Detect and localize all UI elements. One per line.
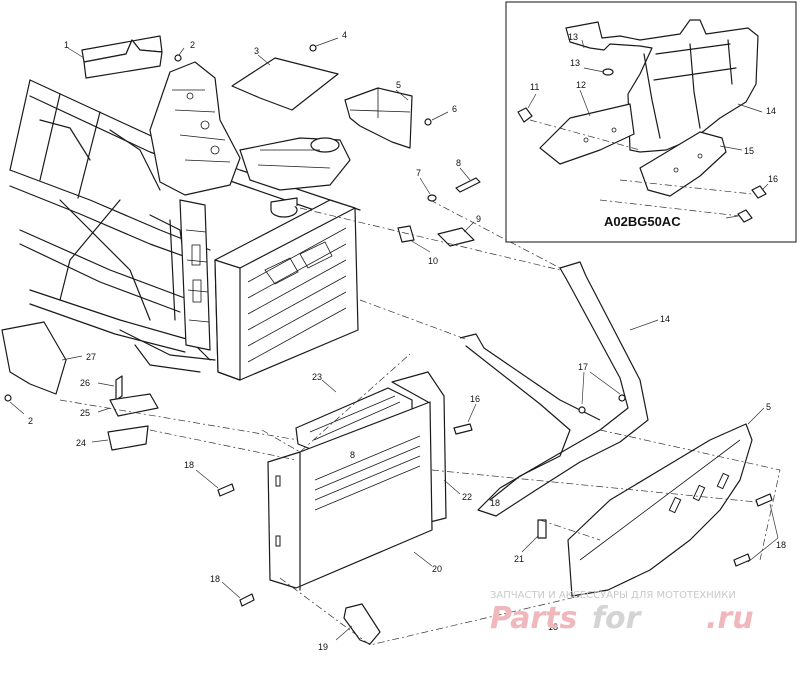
callout-25: 25 xyxy=(80,408,90,418)
callout-1: 1 xyxy=(64,40,69,50)
callout-3: 3 xyxy=(254,46,259,56)
part-18-screw-d xyxy=(755,493,773,507)
watermark-brand-ru: .ru xyxy=(706,601,754,636)
part-18-screw-c xyxy=(239,593,255,607)
callout-9: 9 xyxy=(476,214,481,224)
radiator xyxy=(214,197,359,381)
callout-24: 24 xyxy=(76,438,86,448)
callout-labels: 1 2 3 4 5 6 7 8 9 10 14 17 16 18 23 8 22… xyxy=(28,30,786,652)
inset-callout-14: 14 xyxy=(766,106,776,116)
callout-6: 6 xyxy=(452,104,457,114)
part-5-bracket xyxy=(344,87,413,149)
callout-21: 21 xyxy=(514,554,524,564)
assembly-lines xyxy=(59,199,781,646)
callout-2b: 2 xyxy=(28,416,33,426)
callout-4: 4 xyxy=(342,30,347,40)
part-17-nuts xyxy=(578,371,626,414)
inset-callout-13: 13 xyxy=(568,32,578,42)
callout-27: 27 xyxy=(86,352,96,362)
inset-diagram-code: A02BG50AC xyxy=(604,214,681,229)
callout-7: 7 xyxy=(416,168,421,178)
callout-10: 10 xyxy=(428,256,438,266)
callout-8b: 8 xyxy=(350,450,355,460)
callout-14: 14 xyxy=(660,314,670,324)
chassis-frame xyxy=(9,61,361,373)
callout-18c: 18 xyxy=(210,574,220,584)
part-7-washer xyxy=(427,194,437,202)
callout-23: 23 xyxy=(312,372,322,382)
callout-5b: 5 xyxy=(766,402,771,412)
callout-26: 26 xyxy=(80,378,90,388)
watermark-brand-for: for xyxy=(592,601,643,636)
inset-panel xyxy=(505,1,797,243)
part-3-pad xyxy=(231,57,339,111)
part-6-nut xyxy=(424,118,432,126)
part-5-skid-plate xyxy=(567,407,765,597)
part-4-bolt xyxy=(309,44,317,52)
part-2-bolt xyxy=(174,54,182,62)
callout-16: 16 xyxy=(470,394,480,404)
part-18-screw-a xyxy=(453,423,473,435)
inset-callout-13b: 13 xyxy=(570,58,580,68)
inset-callout-15: 15 xyxy=(744,146,754,156)
inset-callout-16: 16 xyxy=(768,174,778,184)
callout-22: 22 xyxy=(462,492,472,502)
part-18-screw-e xyxy=(733,553,751,567)
part-21-bolt xyxy=(537,519,547,539)
part-24-bracket xyxy=(107,425,149,451)
callout-19: 19 xyxy=(318,642,328,652)
inset-callout-12: 12 xyxy=(576,80,586,90)
callout-18d: 18 xyxy=(548,622,558,632)
watermark-brand-parts: Parts xyxy=(490,601,577,636)
part-22-side-panel xyxy=(391,371,461,523)
part-20-front-grille xyxy=(267,401,433,591)
part-19-bracket xyxy=(343,603,381,645)
part-1-bracket xyxy=(67,35,163,79)
part-27-guard xyxy=(1,321,67,395)
inset-callout-labels: 13 13 11 12 14 15 16 A02BG50AC xyxy=(530,32,778,229)
callout-20: 20 xyxy=(432,564,442,574)
part-2b-screw xyxy=(4,394,12,402)
part-10-clip xyxy=(397,225,415,243)
callout-18b: 18 xyxy=(776,540,786,550)
watermark-tagline: ЗАПЧАСТИ И АКСЕССУАРЫ ДЛЯ МОТОТЕХНИКИ xyxy=(490,590,736,601)
part-26-bolt xyxy=(115,375,123,401)
part-9-clip xyxy=(437,227,475,247)
inset-callout-11: 11 xyxy=(530,82,539,92)
part-14-bumper xyxy=(459,261,659,517)
part-8-bolt xyxy=(455,177,481,193)
part-18-screw-b xyxy=(217,483,235,497)
callout-17: 17 xyxy=(578,362,588,372)
callout-18a: 18 xyxy=(184,460,194,470)
callout-2: 2 xyxy=(190,40,195,50)
callout-8: 8 xyxy=(456,158,461,168)
callout-18e: 18 xyxy=(490,498,500,508)
watermark: ЗАПЧАСТИ И АКСЕССУАРЫ ДЛЯ МОТОТЕХНИКИ Pa… xyxy=(490,590,754,636)
callout-5: 5 xyxy=(396,80,401,90)
